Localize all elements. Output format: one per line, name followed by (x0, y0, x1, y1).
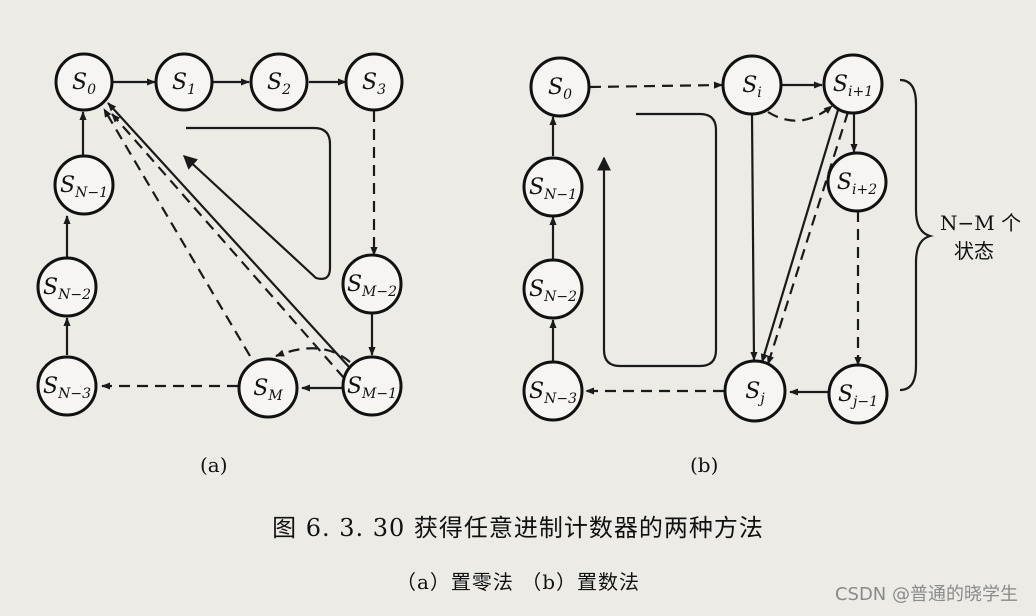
edge-a-sm1-sm-curve (275, 347, 351, 363)
state-node-a-s0: S0 (54, 52, 114, 112)
cycle-direction-arrow-b (597, 112, 718, 368)
state-node-b-sn3: SN−3 (522, 360, 584, 422)
state-node-a-s2: S2 (249, 52, 309, 112)
state-node-b-si: Si (721, 54, 783, 116)
state-node-a-sn2: SN−2 (36, 256, 98, 318)
svg-text:S0: S0 (548, 75, 572, 103)
state-node-b-s0: S0 (529, 56, 591, 118)
panel-b-label: (b) (690, 453, 718, 477)
edge-b-si1-sj (760, 109, 840, 363)
svg-text:SN−3: SN−3 (529, 379, 577, 407)
state-node-b-sj1: Sj−1 (827, 363, 889, 425)
edge-a-sm1-s0-dashed (111, 113, 345, 379)
brace-label-states: 状态 (954, 239, 994, 263)
figure-subcaption: （a）置零法 （b）置数法 (395, 570, 641, 594)
state-node-a-s3: S3 (344, 52, 404, 112)
svg-text:S2: S2 (267, 70, 291, 98)
state-node-a-sm2: SM−2 (341, 253, 403, 315)
panel-b-edges (549, 78, 934, 396)
svg-text:SM: SM (253, 376, 283, 404)
panel-b-nodes: S0 Si Si+1 Si+2 Sj−1 Sj (522, 53, 1021, 477)
state-node-a-sm1: SM−1 (341, 355, 403, 417)
right-brace (899, 78, 934, 392)
panel-a-nodes: S0 S1 S2 S3 SM−2 SM−1 (36, 52, 404, 477)
edge-b-s0-si (589, 81, 723, 89)
panel-a-edges (63, 78, 378, 392)
state-node-b-sj: Sj (723, 359, 787, 423)
state-diagram: S0 S1 S2 S3 SM−2 SM−1 (36, 52, 1021, 477)
state-node-b-sn2: SN−2 (522, 258, 584, 320)
state-node-b-si1: Si+1 (822, 53, 884, 115)
edge-a-sm-s0 (103, 108, 251, 357)
svg-text:SN−2: SN−2 (43, 275, 91, 303)
cycle-direction-arrow-a (182, 126, 332, 280)
edge-b-si-si1-curve (767, 105, 833, 122)
svg-text:SM−1: SM−1 (347, 374, 397, 402)
svg-text:SN−1: SN−1 (60, 173, 108, 201)
svg-text:SN−2: SN−2 (529, 277, 577, 305)
svg-text:Sj: Sj (745, 379, 765, 407)
svg-text:Si: Si (742, 73, 762, 101)
state-node-a-sn1: SN−1 (53, 154, 115, 216)
edge-b-si-sj (750, 113, 758, 361)
svg-text:Si+1: Si+1 (833, 72, 873, 100)
figure-caption: 图 6. 3. 30 获得任意进制计数器的两种方法 (272, 514, 764, 542)
state-node-a-sm: SM (237, 357, 299, 419)
svg-text:S1: S1 (172, 70, 196, 98)
state-node-a-sn3: SN−3 (36, 355, 98, 417)
svg-text:SN−3: SN−3 (43, 374, 91, 402)
state-node-b-sn1: SN−1 (522, 156, 584, 218)
svg-text:SN−1: SN−1 (529, 175, 577, 203)
svg-text:SM−2: SM−2 (347, 272, 397, 300)
panel-a-label: (a) (200, 453, 228, 477)
svg-text:S0: S0 (72, 70, 96, 98)
svg-text:S3: S3 (362, 70, 386, 98)
watermark: CSDN @普通的晓学生 (834, 584, 1018, 605)
edge-b-si1-sj-dashed (766, 111, 850, 365)
edge-a-sm1-s0 (107, 102, 351, 369)
brace-label-count: N−M 个 (940, 211, 1021, 235)
state-node-b-si2: Si+2 (826, 151, 888, 213)
svg-text:Sj−1: Sj−1 (838, 382, 878, 410)
svg-text:Si+2: Si+2 (837, 170, 877, 198)
state-node-a-s1: S1 (154, 52, 214, 112)
